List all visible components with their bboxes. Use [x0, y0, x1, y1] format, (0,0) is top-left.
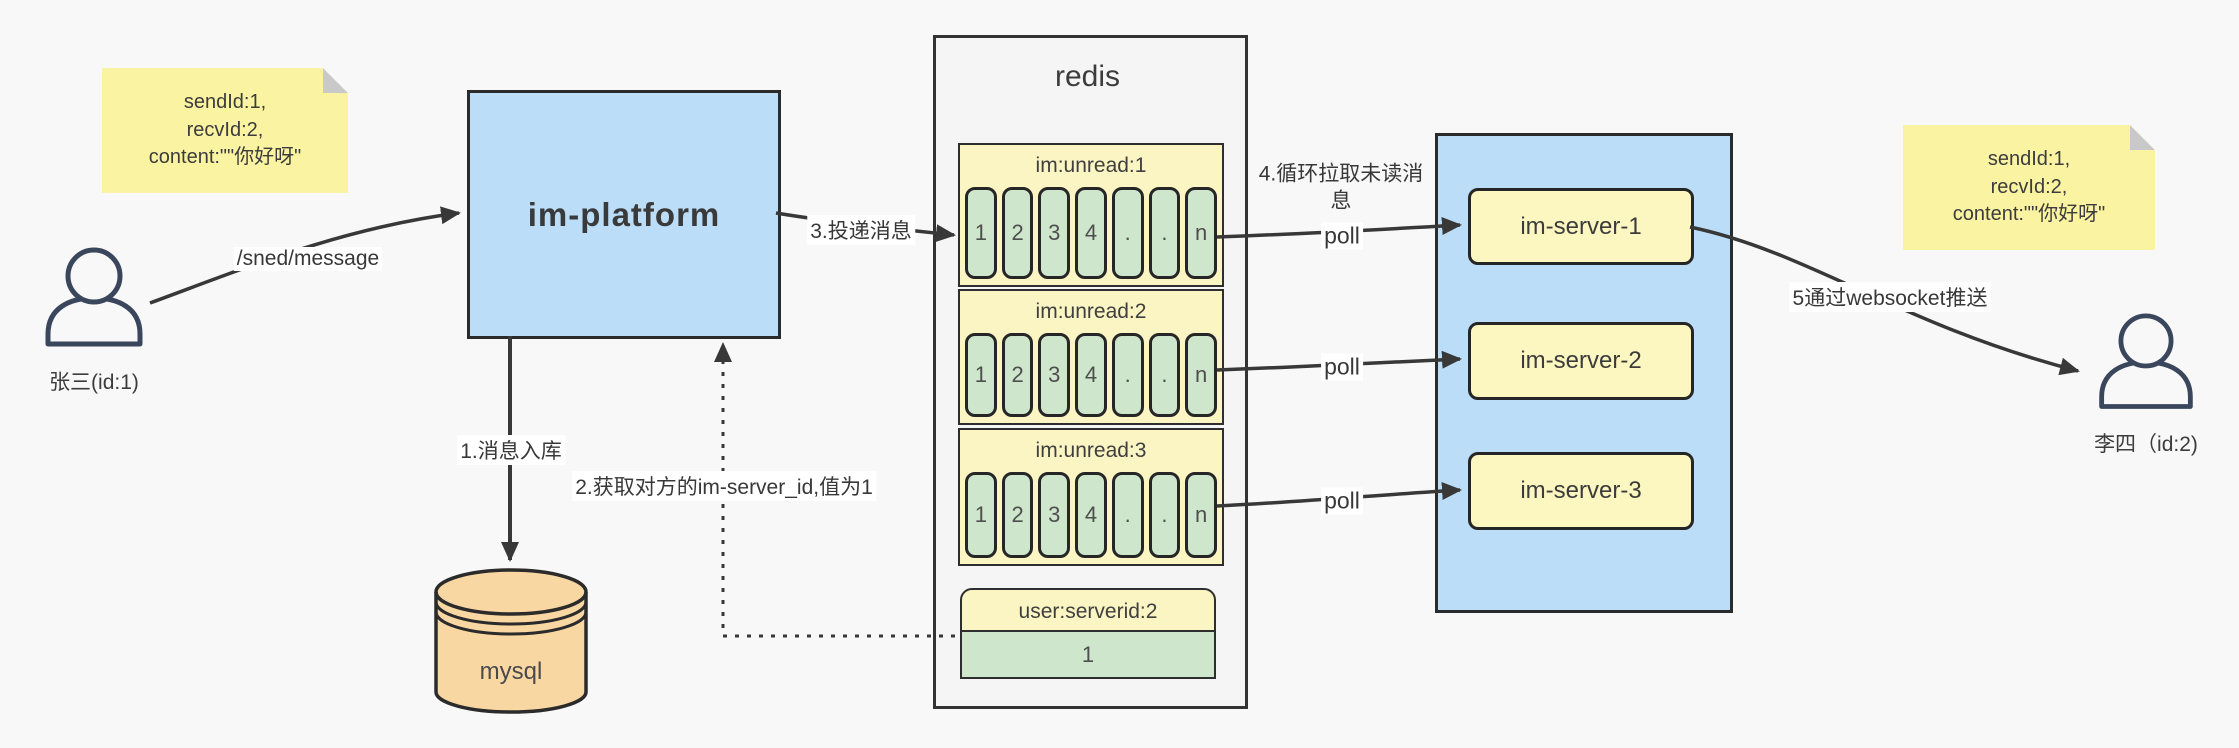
queue-cell: n [1185, 333, 1218, 417]
queue-cell: 4 [1075, 472, 1107, 558]
queue-name: im:unread:2 [1035, 300, 1147, 323]
queue-cell: 3 [1038, 333, 1071, 417]
queue-cell: 4 [1075, 187, 1107, 279]
edge-label-send: /sned/message [233, 247, 383, 271]
note-line: recvId:2, [186, 118, 264, 141]
edge-label-store: 1.消息入库 [457, 435, 565, 465]
im-server-3-node: im-server-3 [1468, 452, 1694, 530]
note-line: sendId:1, [1987, 148, 2071, 171]
edge-label-poll-1: poll [1321, 222, 1363, 250]
note-fold-icon [2130, 125, 2155, 150]
actor-receiver-label: 李四（id:2) [2094, 433, 2198, 456]
queue-cell: 2 [1001, 333, 1034, 417]
queue-cell: . [1148, 187, 1181, 279]
note-line: content:""你好呀" [148, 146, 302, 169]
queue-im-unread-1: im:unread:1 1 2 3 4 . . n [958, 143, 1224, 287]
queue-cell: . [1111, 472, 1144, 558]
edge-label-pull: 4.循环拉取未读消息 [1258, 162, 1424, 213]
queue-cells: 1 2 3 4 . . n [960, 472, 1222, 564]
queue-im-unread-2: im:unread:2 1 2 3 4 . . n [958, 289, 1224, 425]
actor-sender: 张三(id:1) [36, 246, 152, 396]
edge-label-push: 5通过websocket推送 [1789, 282, 1991, 312]
im-platform-node: im-platform [467, 90, 781, 339]
queue-cell: 3 [1038, 472, 1071, 558]
mysql-database-node: mysql [433, 566, 589, 716]
queue-cell: 4 [1075, 333, 1107, 417]
queue-name: im:unread:3 [1035, 439, 1147, 462]
queue-cell: n [1185, 472, 1218, 558]
edge-label-deliver: 3.投递消息 [807, 215, 915, 245]
user-icon [45, 247, 143, 347]
queue-cells: 1 2 3 4 . . n [960, 187, 1222, 285]
edge-label-poll-2: poll [1321, 353, 1363, 381]
note-line: content:""你好呀" [1952, 203, 2106, 226]
queue-cell: 1 [965, 333, 997, 417]
database-icon [434, 568, 588, 714]
actor-sender-label: 张三(id:1) [49, 371, 139, 394]
note-line: recvId:2, [1990, 175, 2068, 198]
queue-cell: 3 [1038, 187, 1071, 279]
queue-cells: 1 2 3 4 . . n [960, 333, 1222, 423]
mysql-label: mysql [479, 658, 543, 685]
queue-cell: . [1111, 187, 1144, 279]
queue-cell: 2 [1001, 187, 1034, 279]
note-left: sendId:1, recvId:2, content:""你好呀" [102, 68, 348, 193]
queue-name: im:unread:1 [1035, 154, 1147, 177]
queue-cell: 1 [965, 187, 997, 279]
queue-cell: 1 [965, 472, 997, 558]
queue-im-unread-3: im:unread:3 1 2 3 4 . . n [958, 428, 1224, 566]
note-right: sendId:1, recvId:2, content:""你好呀" [1903, 125, 2155, 250]
redis-title: redis [1054, 60, 1121, 93]
edge-label-poll-3: poll [1321, 487, 1363, 515]
note-fold-icon [323, 68, 348, 93]
note-line: sendId:1, [183, 91, 267, 114]
im-server-2-node: im-server-2 [1468, 322, 1694, 400]
queue-cell: . [1148, 472, 1181, 558]
user-icon [2099, 313, 2193, 409]
edge-label-fetch: 2.获取对方的im-server_id,值为1 [572, 471, 876, 501]
actor-receiver: 李四（id:2) [2090, 312, 2202, 458]
queue-cell: 2 [1001, 472, 1034, 558]
kv-user-serverid-value: 1 [960, 630, 1216, 679]
queue-cell: n [1185, 187, 1218, 279]
im-server-1-node: im-server-1 [1468, 188, 1694, 265]
queue-cell: . [1111, 333, 1144, 417]
queue-cell: . [1148, 333, 1181, 417]
kv-user-serverid-header: user:serverid:2 [960, 588, 1216, 635]
